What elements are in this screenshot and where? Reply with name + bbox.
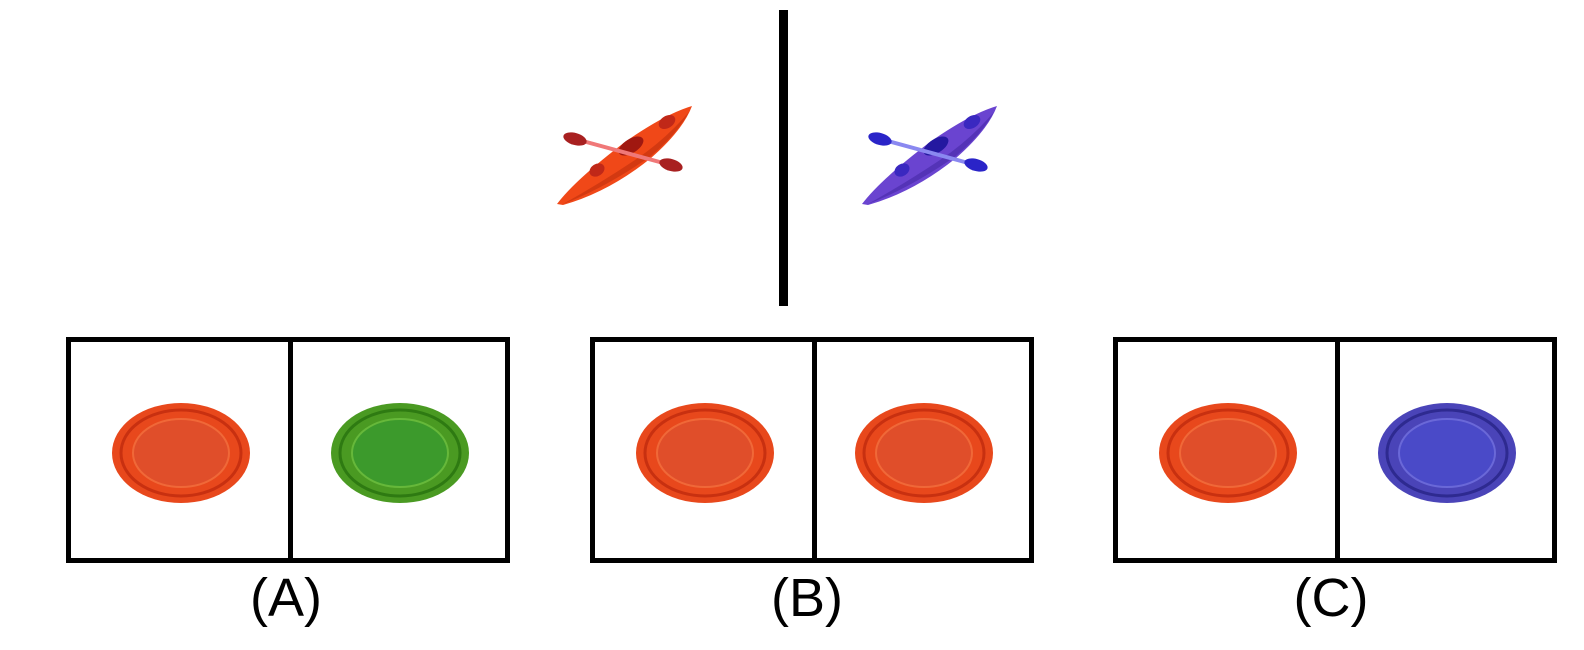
option-b-label: (B) (771, 568, 843, 628)
plate-icon (636, 403, 774, 503)
kayak-right-graphic (862, 106, 997, 205)
plate-icon (112, 403, 250, 503)
option-c-box[interactable] (1113, 337, 1557, 563)
option-b-box[interactable] (590, 337, 1034, 563)
center-divider (779, 10, 788, 306)
kayak-icon (555, 100, 705, 210)
plate-icon (855, 403, 993, 503)
option-divider (288, 342, 293, 558)
option-divider (1335, 342, 1340, 558)
kayak-left-graphic (557, 106, 692, 205)
plate-icon (1378, 403, 1516, 503)
plate-icon (331, 403, 469, 503)
option-a-label: (A) (250, 568, 322, 628)
option-c-label: (C) (1293, 568, 1369, 628)
plate-icon (1159, 403, 1297, 503)
kayak-icon (860, 100, 1010, 210)
option-a-box[interactable] (66, 337, 510, 563)
option-divider (812, 342, 817, 558)
